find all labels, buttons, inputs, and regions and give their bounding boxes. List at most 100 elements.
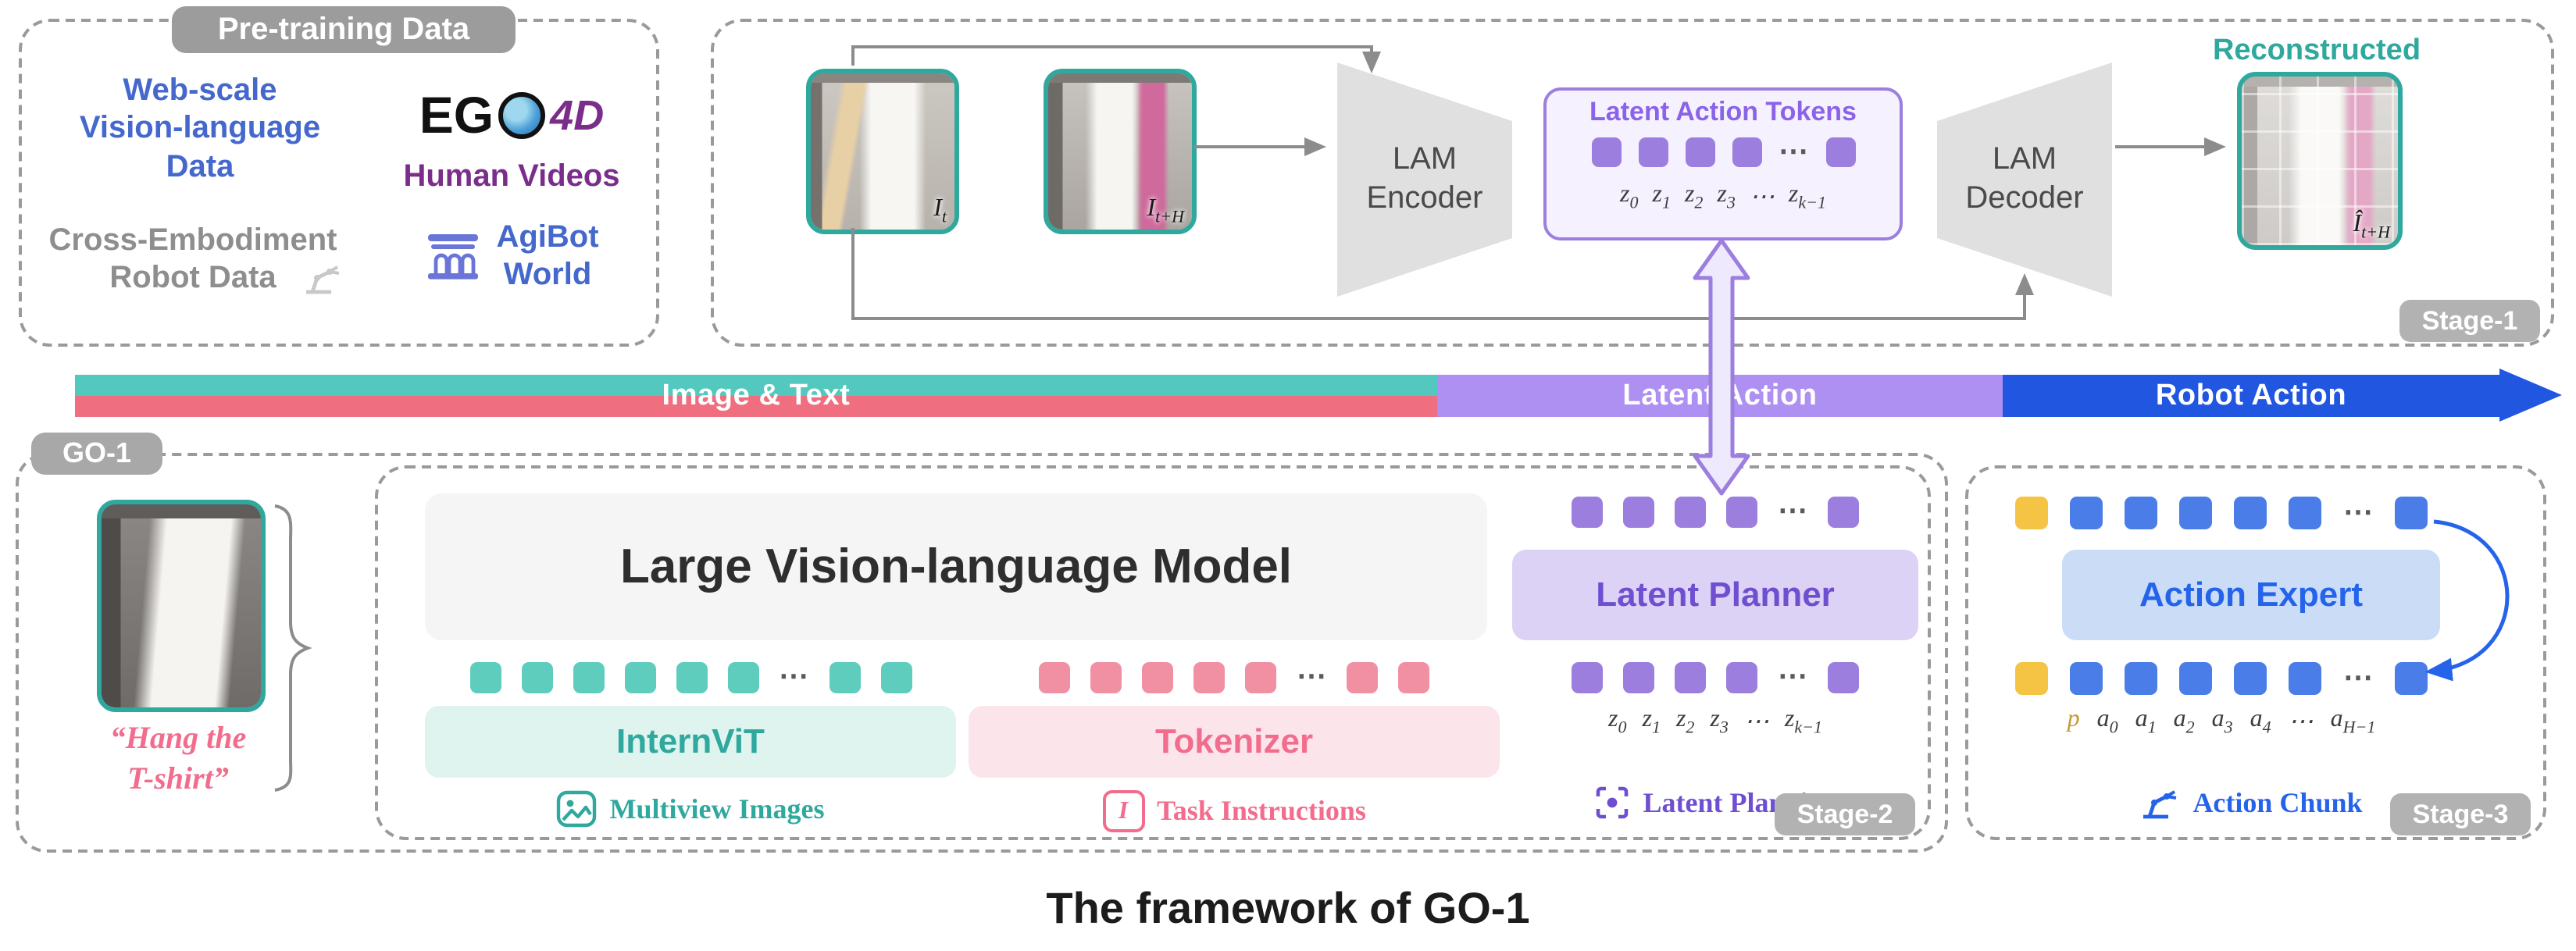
math-label: zk−1	[1788, 181, 1826, 213]
flow-bar-robot-action: Robot Action	[2003, 375, 2499, 417]
frame-th-label: It+H	[1147, 194, 1184, 226]
planner-token-row-bottom: ⋯	[1512, 661, 1918, 693]
token-square	[2125, 497, 2157, 529]
token-square	[1623, 662, 1654, 693]
frame-t-photo	[811, 73, 954, 230]
token-square	[1732, 137, 1761, 167]
flow-bar-arrowhead	[2499, 369, 2562, 422]
token-square	[829, 662, 860, 693]
token-square	[2395, 662, 2428, 695]
math-label: z2	[1684, 181, 1704, 213]
input-frame-t-image: It	[806, 69, 959, 234]
flow-bar-latent-action: Latent Action	[1437, 375, 2003, 417]
math-label: z3	[1710, 706, 1729, 738]
token-square	[880, 662, 912, 693]
math-label: aH−1	[2330, 706, 2376, 738]
token-square	[1572, 662, 1603, 693]
token-square	[1039, 662, 1070, 693]
multiview-images-label: Multiview Images	[609, 792, 825, 824]
token-square	[521, 662, 552, 693]
token-square	[1142, 662, 1173, 693]
web-scale-data-label: Web-scale Vision-language Data	[79, 73, 321, 184]
action-token-row-bottom: ⋯	[1987, 662, 2456, 695]
agibot-world-label: AgiBot World	[496, 220, 599, 292]
token-square	[1638, 137, 1668, 167]
token-square	[1623, 497, 1654, 528]
ellipsis: ⋯	[2343, 497, 2373, 529]
latent-action-tokens-title: Latent Action Tokens	[1589, 97, 1857, 126]
math-label: p	[2067, 706, 2080, 732]
planner-token-row-top: ⋯	[1512, 496, 1918, 528]
flow-bar-image-text: Image & Text	[75, 375, 1437, 417]
token-square	[2179, 497, 2212, 529]
go1-panel	[16, 453, 1948, 853]
token-square	[676, 662, 707, 693]
math-label: z1	[1642, 706, 1661, 738]
vlm-box: Large Vision-language Model	[425, 493, 1487, 640]
ellipsis: ⋯	[1778, 661, 1807, 693]
token-square	[1675, 497, 1706, 528]
ego4d-logo: EG 4D	[375, 81, 648, 150]
token-square	[2070, 662, 2103, 695]
stage1-badge: Stage-1	[2399, 300, 2540, 342]
go1-badge: GO-1	[31, 433, 162, 475]
token-square	[1090, 662, 1122, 693]
token-square	[2015, 497, 2048, 529]
token-square	[1726, 497, 1757, 528]
latent-action-token-row: ⋯	[1543, 137, 1903, 167]
math-label: z1	[1652, 181, 1671, 213]
globe-icon	[498, 92, 546, 139]
action-token-row-top: ⋯	[1987, 497, 2456, 529]
math-label: z2	[1675, 706, 1695, 738]
pretraining-title-badge: Pre-training Data	[172, 6, 516, 53]
token-square	[1245, 662, 1276, 693]
math-label: a2	[2173, 706, 2195, 738]
frame-th-photo	[1048, 73, 1192, 230]
math-label: a0	[2096, 706, 2118, 738]
math-label: a1	[2135, 706, 2157, 738]
input-frame-th-image: It+H	[1044, 69, 1197, 234]
colosseum-icon	[427, 234, 478, 280]
token-square	[2070, 497, 2103, 529]
reconstructed-frame-image: Ît+H	[2237, 72, 2403, 250]
task-input-image	[97, 500, 266, 712]
token-square	[1726, 662, 1757, 693]
token-square	[1828, 662, 1859, 693]
token-square	[2234, 662, 2267, 695]
task-instruction-text: “Hang the T-shirt”	[109, 721, 247, 796]
token-square	[727, 662, 758, 693]
stage1-panel	[711, 19, 2554, 347]
scan-frame-icon	[1596, 786, 1628, 819]
human-videos-label: Human Videos	[403, 159, 620, 194]
text-token-row: ⋯	[969, 661, 1500, 693]
ellipsis: ⋯	[2343, 662, 2373, 695]
token-square	[1193, 662, 1225, 693]
cross-embodiment-label: Cross-Embodiment Robot Data	[48, 223, 337, 296]
stage2-badge: Stage-2	[1775, 793, 1915, 835]
token-square	[2289, 497, 2321, 529]
token-square	[1675, 662, 1706, 693]
token-square	[469, 662, 501, 693]
token-square	[2234, 497, 2267, 529]
ego4d-text-left: EG	[419, 86, 494, 144]
reconstructed-frame-label: Ît+H	[2353, 210, 2390, 242]
instruction-icon: I	[1102, 790, 1145, 832]
math-label: a3	[2211, 706, 2233, 738]
latent-planner-box: Latent Planner	[1512, 550, 1918, 640]
agibot-world-item: AgiBot World	[372, 219, 650, 294]
math-label: ⋯	[1743, 709, 1769, 736]
token-square	[2289, 662, 2321, 695]
reconstructed-label: Reconstructed	[2212, 34, 2421, 67]
ellipsis: ⋯	[1297, 661, 1326, 693]
math-label: z3	[1717, 181, 1736, 213]
token-square	[1591, 137, 1621, 167]
tokenizer-box: Tokenizer	[969, 706, 1500, 778]
action-chunk-label: Action Chunk	[2192, 786, 2363, 817]
multiview-images-caption: Multiview Images	[425, 790, 956, 828]
token-square	[2395, 497, 2428, 529]
math-label: zk−1	[1784, 706, 1822, 738]
